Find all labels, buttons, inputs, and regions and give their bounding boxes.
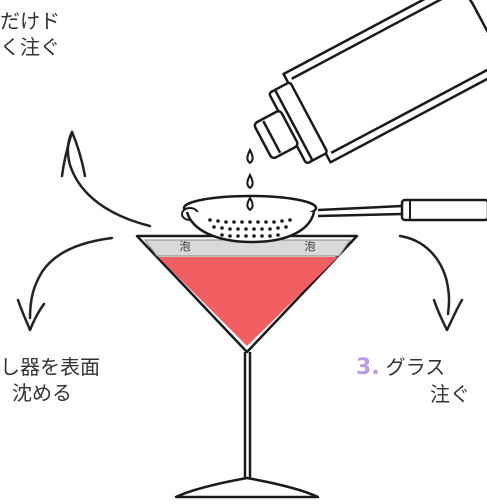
step-right-text: 3.グラス 注ぐ xyxy=(356,354,470,407)
step-left-line2: 沈める xyxy=(12,381,72,405)
step-left-text: し器を表面 沈める xyxy=(0,354,100,406)
arrowhead-right xyxy=(432,298,464,332)
foam-layer xyxy=(144,239,351,257)
curved-arrow-top xyxy=(66,130,152,228)
step-right-line1: グラス xyxy=(385,355,446,379)
glass-base xyxy=(174,476,320,499)
step-number: 3. xyxy=(356,355,380,380)
foam-label-right: 泡 xyxy=(305,239,316,253)
step-right-line2: 注ぐ xyxy=(430,382,470,406)
curved-arrow-right xyxy=(398,234,451,316)
step-top-line2: く注ぐ xyxy=(0,35,60,59)
cocktail-liquid xyxy=(158,257,338,346)
step-top-text: だけド く注ぐ xyxy=(0,8,60,60)
arrowhead-top xyxy=(60,130,87,178)
step-left-line1: し器を表面 xyxy=(0,355,100,379)
cocktail-shaker xyxy=(253,0,487,165)
martini-glass: 泡 泡 xyxy=(135,234,359,499)
curved-arrow-left xyxy=(28,236,114,320)
foam-label-left: 泡 xyxy=(180,239,191,253)
arrowhead-left xyxy=(16,298,46,332)
liquid-drops xyxy=(246,147,254,212)
step-top-line1: だけド xyxy=(0,9,60,33)
